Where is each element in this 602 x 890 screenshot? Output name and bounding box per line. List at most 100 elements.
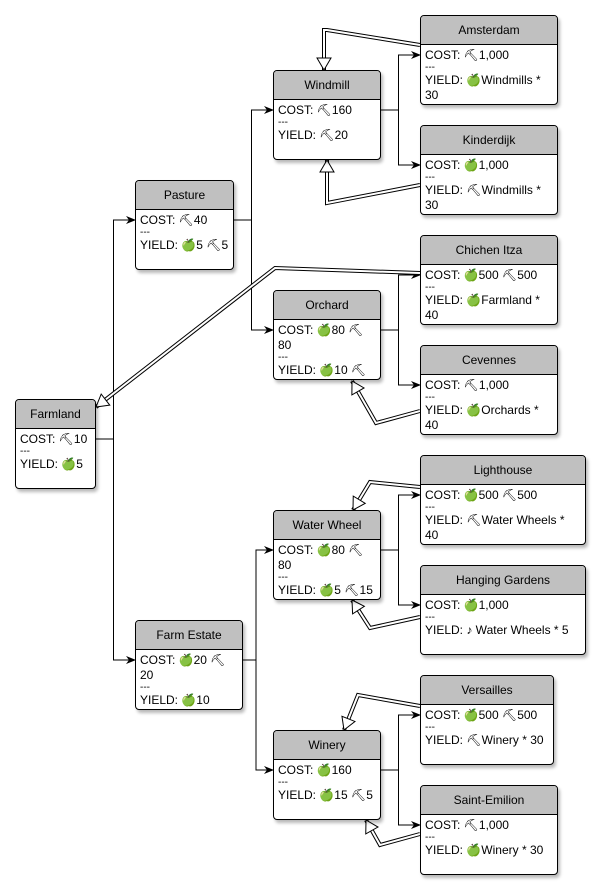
node-yield: YIELD: 🍏15 ⛏5 <box>278 788 373 802</box>
node-farm-estate[interactable]: Farm Estate COST: 🍏20 ⛏20---YIELD: 🍏10 <box>135 620 243 710</box>
node-cost: COST: 🍏20 ⛏20 <box>140 653 226 682</box>
node-yield: YIELD: 🍏Orchards * 40 <box>425 403 539 432</box>
separator: --- <box>278 352 288 363</box>
boost-amsterdam-to-windmill-outer <box>322 28 421 70</box>
separator: --- <box>140 227 150 238</box>
node-cost: COST: 🍏80 ⛏80 <box>278 323 364 352</box>
separator: --- <box>425 282 435 293</box>
node-yield: YIELD: 🍏5 <box>20 457 83 471</box>
node-versailles[interactable]: Versailles COST: 🍏500 ⛏500---YIELD: ⛏Win… <box>420 675 554 765</box>
node-cost: COST: ⛏160 <box>278 103 352 117</box>
node-yield: YIELD: ⛏Winery * 30 <box>425 733 544 747</box>
edge-water-wheel-to-lighthouse <box>381 491 421 551</box>
edge-pasture-to-orchard <box>234 219 274 334</box>
node-cost: COST: ⛏10 <box>20 432 88 446</box>
edge-farm-estate-to-winery <box>243 659 274 774</box>
node-yield: YIELD: 🍏Windmills * 30 <box>425 73 541 102</box>
boost-chichen-itza-to-farmland-head <box>95 393 111 408</box>
boost-kinderdijk-to-windmill-head <box>319 159 335 173</box>
node-title: Lighthouse <box>421 456 585 485</box>
separator: --- <box>425 502 435 513</box>
boost-amsterdam-to-windmill-head <box>316 57 332 71</box>
node-cost: COST: 🍏500 ⛏500 <box>425 268 538 282</box>
node-title: Farm Estate <box>136 621 242 650</box>
separator: --- <box>425 172 435 183</box>
node-title: Orchard <box>274 291 380 320</box>
node-hanging-gardens[interactable]: Hanging Gardens COST: 🍏1,000---YIELD: ♪ … <box>420 565 586 655</box>
node-cevennes[interactable]: Cevennes COST: ⛏1,000---YIELD: 🍏Orchards… <box>420 345 558 435</box>
node-water-wheel[interactable]: Water Wheel COST: 🍏80 ⛏80---YIELD: 🍏5 ⛏1… <box>273 510 381 600</box>
node-winery[interactable]: Winery COST: 🍏160---YIELD: 🍏15 ⛏5 <box>273 730 381 820</box>
node-cost: COST: ⛏40 <box>140 213 208 227</box>
node-title: Pasture <box>136 181 233 210</box>
node-yield: YIELD: 🍏5 ⛏5 <box>140 238 229 252</box>
node-kinderdijk[interactable]: Kinderdijk COST: 🍏1,000---YIELD: ⛏Windmi… <box>420 125 558 215</box>
node-title: Versailles <box>421 676 553 705</box>
node-yield: YIELD: 🍏Farmland * 40 <box>425 293 540 322</box>
node-title: Windmill <box>274 71 380 100</box>
node-cost: COST: 🍏80 ⛏80 <box>278 543 364 572</box>
boost-versailles-to-winery-head <box>341 715 356 731</box>
separator: --- <box>425 392 435 403</box>
node-cost: COST: 🍏500 ⛏500 <box>425 488 538 502</box>
node-saint-emilion[interactable]: Saint-Emilion COST: ⛏1,000---YIELD: 🍏Win… <box>420 785 558 875</box>
separator: --- <box>140 682 150 693</box>
boost-versailles-to-winery-inner <box>343 693 421 731</box>
node-lighthouse[interactable]: Lighthouse COST: 🍏500 ⛏500---YIELD: ⛏Wat… <box>420 455 586 545</box>
boost-cevennes-to-orchard-head <box>351 380 366 396</box>
node-yield: YIELD: ⛏Windmills * 30 <box>425 183 541 212</box>
node-yield: YIELD: ♪ Water Wheels * 5 <box>425 623 569 637</box>
edge-winery-to-saint-emilion <box>381 769 421 829</box>
separator: --- <box>278 572 288 583</box>
node-cost: COST: 🍏160 <box>278 763 352 777</box>
separator: --- <box>425 612 435 623</box>
boost-kinderdijk-to-windmill-outer <box>325 160 421 206</box>
node-yield: YIELD: 🍏Winery * 30 <box>425 843 544 857</box>
node-title: Saint-Emilion <box>421 786 557 815</box>
node-title: Kinderdijk <box>421 126 557 155</box>
edge-windmill-to-amsterdam <box>381 51 421 111</box>
node-cost: COST: ⛏1,000 <box>425 378 509 392</box>
separator: --- <box>425 62 435 73</box>
node-cost: COST: 🍏1,000 <box>425 158 509 172</box>
separator: --- <box>20 446 30 457</box>
node-title: Farmland <box>16 400 95 429</box>
node-yield: YIELD: 🍏5 ⛏15 <box>278 583 373 597</box>
separator: --- <box>278 777 288 788</box>
node-yield: YIELD: ⛏20 <box>278 128 348 142</box>
node-chichen-itza[interactable]: Chichen Itza COST: 🍏500 ⛏500---YIELD: 🍏F… <box>420 235 558 325</box>
separator: --- <box>425 832 435 843</box>
node-cost: COST: ⛏1,000 <box>425 48 509 62</box>
node-pasture[interactable]: Pasture COST: ⛏40---YIELD: 🍏5 ⛏5 <box>135 180 234 270</box>
node-yield: YIELD: 🍏10 <box>140 693 210 707</box>
edge-windmill-to-kinderdijk <box>381 109 421 169</box>
node-cost: COST: 🍏500 ⛏500 <box>425 708 538 722</box>
separator: --- <box>425 722 435 733</box>
boost-chichen-itza-to-farmland-inner <box>95 266 421 408</box>
node-orchard[interactable]: Orchard COST: 🍏80 ⛏80---YIELD: 🍏10 ⛏10 <box>273 290 381 380</box>
edge-winery-to-versailles <box>381 711 421 771</box>
node-title: Winery <box>274 731 380 760</box>
boost-saint-emilion-to-winery-inner <box>365 819 421 847</box>
node-amsterdam[interactable]: Amsterdam COST: ⛏1,000---YIELD: 🍏Windmil… <box>420 15 558 105</box>
boost-kinderdijk-to-windmill-inner <box>326 160 421 205</box>
node-title: Water Wheel <box>274 511 380 540</box>
node-title: Cevennes <box>421 346 557 375</box>
boost-hanging-gardens-to-water-wheel-head <box>351 599 366 615</box>
edge-farmland-to-farm-estate <box>96 438 136 664</box>
node-yield: YIELD: 🍏10 ⛏10 <box>278 363 367 379</box>
edge-orchard-to-cevennes <box>381 329 421 389</box>
boost-cevennes-to-orchard-inner <box>351 380 421 425</box>
boost-amsterdam-to-windmill-inner <box>323 29 421 70</box>
node-cost: COST: 🍏1,000 <box>425 598 509 612</box>
boost-lighthouse-to-water-wheel-head <box>352 495 367 511</box>
node-yield: YIELD: ⛏Water Wheels * 40 <box>425 513 565 542</box>
node-windmill[interactable]: Windmill COST: ⛏160---YIELD: ⛏20 <box>273 70 381 160</box>
boost-saint-emilion-to-winery-head <box>365 819 379 835</box>
node-farmland[interactable]: Farmland COST: ⛏10---YIELD: 🍏5 <box>15 399 96 489</box>
edge-farm-estate-to-water-wheel <box>243 546 274 661</box>
edge-orchard-to-chichen-itza <box>381 271 421 331</box>
edge-water-wheel-to-hanging-gardens <box>381 549 421 609</box>
node-title: Amsterdam <box>421 16 557 45</box>
